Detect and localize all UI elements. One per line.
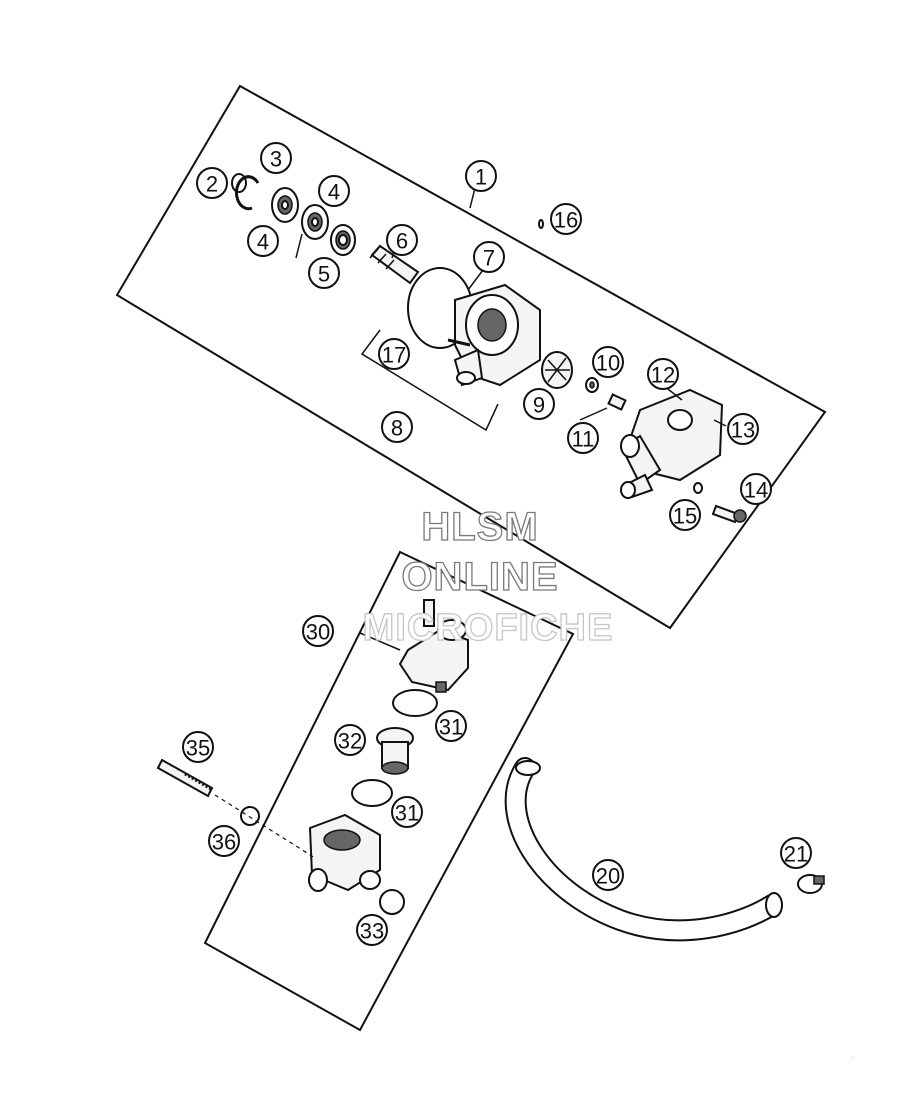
callout-10: 10 [592,346,624,378]
bolt-guide-line [214,794,316,859]
svg-text:13: 13 [731,418,755,443]
bearing-part-2 [301,204,329,240]
cover-screw-part [711,504,747,524]
callout-14: 14 [740,473,772,505]
svg-text:35: 35 [186,736,210,761]
water-pump-group-frame [115,84,827,630]
callout-16: 16 [550,203,582,235]
svg-text:33: 33 [360,919,384,944]
svg-text:8: 8 [391,416,403,441]
small-oring-part [693,482,703,494]
impeller-bolt-part [607,393,627,411]
pump-shaft-part [369,244,420,285]
callout-4-lower: 4 [247,225,279,257]
callout-21: 21 [780,837,812,869]
callout-11: 11 [567,422,599,454]
thermostat-cover-part [398,599,469,693]
callout-7: 7 [473,241,505,273]
oring-small-part [379,889,405,915]
callout-20: 20 [592,859,624,891]
svg-text:32: 32 [338,729,362,754]
callout-17: 17 [378,338,410,370]
svg-text:17: 17 [382,343,406,368]
callout-31-lower: 31 [391,796,423,828]
svg-text:6: 6 [396,229,408,254]
callout-12: 12 [647,358,679,390]
svg-text:36: 36 [212,830,236,855]
pump-cover-part [620,388,724,499]
callout-31-upper: 31 [435,710,467,742]
oring-lower-part [351,779,393,807]
svg-text:4: 4 [328,180,340,205]
callout-9: 9 [523,388,555,420]
callout-36: 36 [208,825,240,857]
bolt-washer-part [240,806,260,826]
svg-text:14: 14 [744,478,768,503]
callout-33: 33 [356,914,388,946]
oring-upper-part [392,689,438,717]
svg-text:20: 20 [596,864,620,889]
callout-1: 1 [465,160,497,192]
bearing-part [271,187,299,223]
svg-text:4: 4 [257,230,269,255]
svg-text:21: 21 [784,842,808,867]
svg-text:2: 2 [206,172,218,197]
callout-15: 15 [669,499,701,531]
watermark: HLSM ONLINE MICROFICHE [362,504,614,649]
watermark-line-2: ONLINE [401,555,558,599]
callout-5: 5 [308,257,340,289]
callout-30: 30 [302,615,334,647]
svg-text:15: 15 [673,504,697,529]
svg-text:10: 10 [596,351,620,376]
retaining-ring-part [234,175,260,211]
svg-text:31: 31 [439,715,463,740]
svg-text:5: 5 [318,262,330,287]
pump-housing-part [447,283,541,387]
thermostat-housing-part [308,813,381,892]
corner-mark: . [852,1051,854,1060]
thermostat-part [376,727,414,775]
pin-part [538,219,544,229]
callout-13: 13 [727,413,759,445]
impeller-part [541,351,573,389]
callout-6: 6 [386,224,418,256]
hose-clamp-part [797,874,825,894]
svg-text:11: 11 [572,427,595,452]
svg-text:31: 31 [395,801,419,826]
svg-text:7: 7 [483,246,495,271]
svg-text:16: 16 [554,208,578,233]
svg-text:30: 30 [306,620,330,645]
svg-text:9: 9 [533,393,545,418]
svg-text:3: 3 [270,147,282,172]
callout-2: 2 [196,167,228,199]
callout-32: 32 [334,724,366,756]
watermark-line-1: HLSM [421,505,538,549]
long-bolt-part [156,758,214,798]
washer-part [585,377,599,393]
callout-8: 8 [381,411,413,443]
seal-ring-part [330,224,356,256]
callout-4-upper: 4 [318,175,350,207]
svg-text:1: 1 [475,165,487,190]
callout-3: 3 [260,142,292,174]
callout-35: 35 [182,731,214,763]
thermostat-group-frame [203,550,575,1032]
watermark-line-3: MICROFICHE [363,607,614,649]
coolant-hose-part [504,757,783,942]
svg-text:12: 12 [651,363,675,388]
housing-assembly-bracket [360,329,499,432]
